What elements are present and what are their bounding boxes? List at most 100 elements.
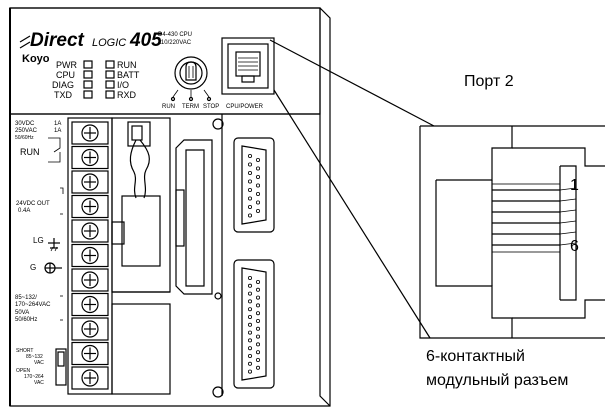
brand-logic: LOGIC	[92, 37, 126, 49]
pin	[255, 208, 260, 213]
screw-terminal-icon	[71, 243, 109, 268]
screw-terminal-icon	[71, 317, 109, 341]
caption-line-1: 6-контактный	[426, 348, 525, 365]
pin	[255, 357, 260, 362]
pin	[247, 283, 252, 288]
open-vac: VAC	[34, 380, 44, 386]
pin	[255, 166, 260, 171]
short-vac: VAC	[34, 360, 44, 366]
led-io	[105, 80, 115, 89]
relay-rating-2b: 1A	[54, 128, 61, 134]
open-label: OPEN	[16, 368, 31, 374]
open-range: 170~264	[24, 374, 44, 380]
led-pwr	[83, 60, 93, 69]
led-label-pwr: PWR	[56, 60, 77, 70]
pin	[247, 275, 252, 280]
contact-tip	[559, 209, 577, 213]
pin	[247, 213, 252, 218]
screw-terminal-icon	[71, 292, 109, 317]
pin-first-label: 1	[570, 177, 579, 194]
pin	[255, 174, 260, 179]
short-label: SHORT	[16, 348, 33, 354]
d-sub-connector-icon[interactable]	[233, 259, 275, 389]
pin	[247, 179, 252, 184]
status-leds-left: PWR CPU DIAG TXD	[52, 60, 93, 100]
ground-icon	[48, 238, 60, 252]
callout-lines	[269, 39, 435, 339]
pin	[255, 191, 260, 196]
pin-last-label: 6	[570, 238, 579, 255]
d-sub-connector-icon[interactable]	[233, 137, 275, 233]
led-label-cpu: CPU	[56, 70, 75, 80]
led-label-txd: TXD	[54, 90, 73, 100]
pin	[255, 342, 260, 347]
terminal-labels: 30VDC 1A 250VAC 1A 50/60Hz RUN 24VDC OUT…	[15, 121, 67, 386]
modular-jack-icon[interactable]	[221, 37, 275, 95]
pin	[255, 279, 260, 284]
pin	[247, 322, 252, 327]
dc-out-1: 24VDC OUT	[16, 201, 50, 207]
led-label-diag: DIAG	[52, 80, 74, 90]
pin	[255, 183, 260, 188]
d-sub-pins	[247, 153, 260, 374]
led-label-batt: BATT	[117, 70, 140, 80]
pin	[247, 162, 252, 167]
dc-out-2: 0.4A	[18, 208, 30, 214]
screw-terminal-icon	[71, 219, 109, 243]
led-label-rxd: RXD	[117, 90, 137, 100]
led-cpu	[83, 70, 93, 79]
switch-term-label: TERM	[182, 104, 199, 110]
brand-maker: Koyo	[22, 53, 50, 65]
chassis-ground-icon	[44, 262, 62, 274]
led-label-run: RUN	[117, 60, 137, 70]
battery-compartment	[111, 117, 171, 395]
pin	[247, 153, 252, 158]
pin	[255, 200, 260, 205]
lg-label: LG	[33, 236, 44, 245]
ac-in-3: 50VA	[15, 310, 29, 316]
contact-tip	[559, 242, 577, 246]
relay-rating-1: 30VDC	[15, 121, 35, 127]
pin	[255, 157, 260, 162]
pin	[247, 170, 252, 175]
cpu-model: D4-430 CPU	[158, 32, 192, 38]
pin	[247, 204, 252, 209]
pin	[247, 291, 252, 296]
pin	[255, 311, 260, 316]
ac-in-1: 85~132/	[15, 295, 37, 301]
screw-terminal-icon	[71, 366, 109, 390]
ac-in-4: 50/60Hz	[15, 317, 37, 323]
led-run	[105, 60, 115, 69]
contact-tip	[559, 187, 577, 191]
relay-rating-2: 250VAC	[15, 128, 38, 134]
contact-tip	[559, 198, 577, 202]
pin	[255, 295, 260, 300]
screw-terminal-icon	[71, 170, 109, 194]
pin	[255, 326, 260, 331]
pin	[247, 307, 252, 312]
led-label-io: I/O	[117, 80, 129, 90]
caption-line-2: модульный разъем	[426, 372, 568, 389]
screw-terminals	[71, 121, 109, 390]
led-diag	[83, 80, 93, 89]
modular-jack-icon	[419, 125, 605, 339]
ac-in-2: 170~264VAC	[15, 302, 51, 308]
pin	[255, 303, 260, 308]
pin	[255, 318, 260, 323]
contact-tip	[559, 231, 577, 235]
port-title: Порт 2	[464, 73, 514, 90]
pin	[247, 346, 252, 351]
led-batt	[105, 70, 115, 79]
status-leds-right: RUN BATT I/O RXD	[105, 60, 140, 100]
key-switch-icon[interactable]	[170, 56, 212, 102]
brand-logo: Direct LOGIC 405 Koyo D4-430 CPU 110/220…	[19, 30, 192, 65]
pin	[247, 299, 252, 304]
cpu-voltage: 110/220VAC	[158, 40, 192, 46]
pin	[247, 187, 252, 192]
screw-terminal-icon	[71, 341, 109, 366]
g-label: G	[30, 263, 36, 272]
led-rxd	[105, 90, 115, 99]
pin	[255, 287, 260, 292]
switch-run-label: RUN	[162, 104, 175, 110]
